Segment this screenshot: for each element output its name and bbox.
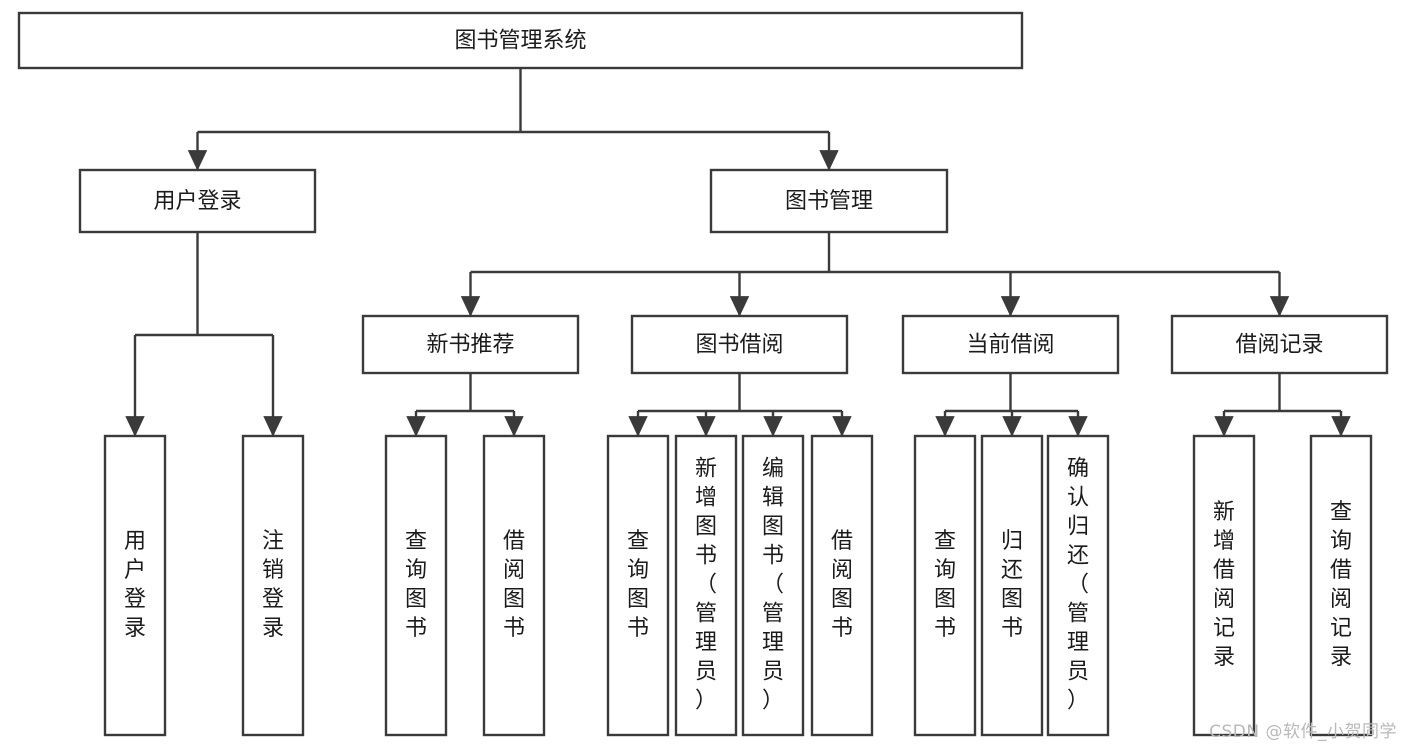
node-leaf-add-record[interactable]: 新增借阅记录	[1192, 434, 1256, 737]
node-current-borrow[interactable]: 当前借阅	[901, 314, 1120, 375]
node-label: 借阅记录	[1235, 333, 1323, 358]
node-borrow-record[interactable]: 借阅记录	[1170, 314, 1389, 375]
watermark-text: CSDN @软件_小贺同学	[1209, 722, 1397, 742]
node-label: 当前借阅	[966, 333, 1054, 358]
node-user-login[interactable]: 用户登录	[78, 168, 317, 234]
node-label: 归还图书	[1001, 529, 1023, 641]
node-box	[741, 434, 805, 737]
node-label: 查询图书	[934, 529, 956, 641]
node-box	[1170, 314, 1389, 375]
node-book-manage[interactable]: 图书管理	[709, 168, 949, 234]
node-box	[810, 434, 874, 737]
node-label: 新增借阅记录	[1213, 500, 1235, 670]
node-label: 查询图书	[627, 529, 649, 641]
node-leaf-query-book-3[interactable]: 查询图书	[913, 434, 977, 737]
node-box	[1309, 434, 1373, 737]
node-box	[1046, 434, 1110, 737]
node-book-borrow[interactable]: 图书借阅	[630, 314, 849, 375]
node-box	[980, 434, 1044, 737]
node-box	[913, 434, 977, 737]
node-box	[901, 314, 1120, 375]
node-box	[630, 314, 849, 375]
node-box	[103, 434, 167, 737]
node-root[interactable]: 图书管理系统	[17, 11, 1024, 70]
node-leaf-user-logout[interactable]: 注销登录	[241, 434, 305, 737]
node-new-book-recommend[interactable]: 新书推荐	[361, 314, 580, 375]
node-box	[78, 168, 317, 234]
node-leaf-query-book-1[interactable]: 查询图书	[384, 434, 448, 737]
node-leaf-borrow-book-2[interactable]: 借阅图书	[810, 434, 874, 737]
connectors-layer	[125, 68, 1351, 437]
node-leaf-confirm-return[interactable]: 确认归还（管理员）	[1046, 434, 1110, 737]
node-label: 借阅图书	[503, 529, 525, 641]
node-box	[241, 434, 305, 737]
node-box	[384, 434, 448, 737]
node-leaf-query-book-2[interactable]: 查询图书	[606, 434, 670, 737]
node-box	[1192, 434, 1256, 737]
node-label: 查询图书	[405, 529, 427, 641]
node-label: 用户登录	[153, 189, 241, 214]
node-leaf-edit-book[interactable]: 编辑图书（管理员）	[741, 434, 805, 737]
node-box	[482, 434, 546, 737]
node-leaf-add-book[interactable]: 新增图书（管理员）	[674, 434, 738, 737]
node-leaf-query-record[interactable]: 查询借阅记录	[1309, 434, 1373, 737]
node-leaf-return-book[interactable]: 归还图书	[980, 434, 1044, 737]
node-box	[17, 11, 1024, 70]
node-box	[606, 434, 670, 737]
node-box	[709, 168, 949, 234]
node-label: 查询借阅记录	[1330, 500, 1352, 670]
node-label: 新增图书（管理员）	[695, 457, 717, 714]
node-label: 编辑图书（管理员）	[762, 457, 784, 714]
node-label: 图书管理	[785, 189, 873, 214]
node-leaf-borrow-book-1[interactable]: 借阅图书	[482, 434, 546, 737]
node-box	[361, 314, 580, 375]
node-label: 注销登录	[262, 529, 284, 641]
node-box	[674, 434, 738, 737]
node-label: 图书借阅	[695, 333, 783, 358]
node-leaf-user-login[interactable]: 用户登录	[103, 434, 167, 737]
nodes-layer: 图书管理系统用户登录图书管理新书推荐图书借阅当前借阅借阅记录用户登录注销登录查询…	[17, 11, 1389, 737]
node-label: 借阅图书	[831, 529, 853, 641]
node-label: 确认归还（管理员）	[1067, 457, 1089, 714]
node-label: 新书推荐	[426, 333, 514, 358]
node-label: 图书管理系统	[454, 29, 586, 54]
node-label: 用户登录	[124, 529, 146, 641]
